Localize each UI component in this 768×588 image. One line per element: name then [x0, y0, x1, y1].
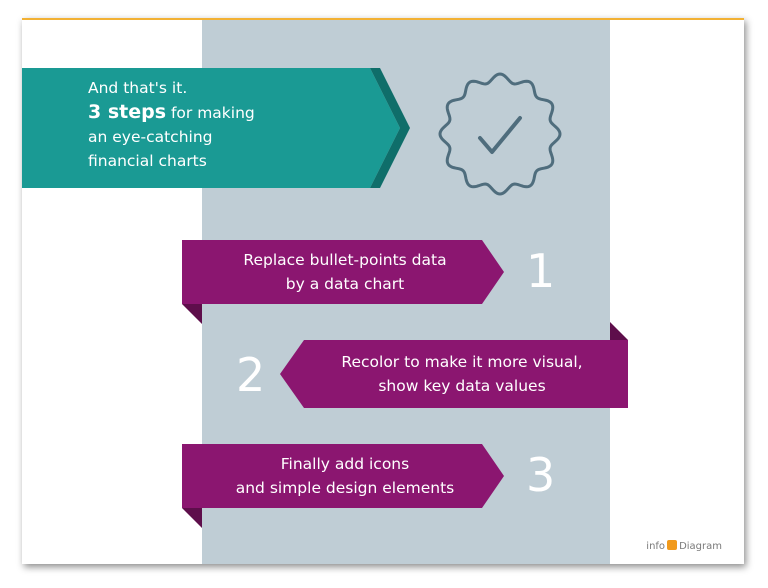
- step-3-line2: and simple design elements: [235, 479, 455, 497]
- step-2-shape: [280, 322, 628, 408]
- step-1-line1: Replace bullet-points data: [243, 251, 447, 269]
- intro-bold: 3 steps: [88, 101, 167, 123]
- intro-line2: 3 steps for making: [88, 100, 408, 125]
- step-3: Finally add icons and simple design elem…: [182, 444, 582, 530]
- intro-text: And that's it. 3 steps for making an eye…: [88, 76, 408, 173]
- logo-text-left: info: [646, 541, 666, 552]
- intro-line2-rest: for making: [166, 104, 255, 122]
- logo-mark-icon: [667, 540, 678, 550]
- intro-line3: an eye-catching: [88, 128, 213, 146]
- intro-line1: And that's it.: [88, 79, 188, 97]
- checkmark-seal-icon: [432, 66, 568, 202]
- step-1: Replace bullet-points data by a data cha…: [182, 240, 582, 326]
- step-3-line1: Finally add icons: [280, 455, 410, 473]
- step-3-shape: [182, 444, 504, 528]
- slide: And that's it. 3 steps for making an eye…: [22, 18, 744, 564]
- step-2: Recolor to make it more visual, show key…: [222, 322, 632, 416]
- intro-line4: financial charts: [88, 152, 207, 170]
- step-2-line1: Recolor to make it more visual,: [341, 353, 583, 371]
- step-2-text: Recolor to make it more visual, show key…: [312, 350, 612, 398]
- intro-banner-shape: [22, 68, 410, 188]
- step-1-shape: [182, 240, 504, 324]
- step-2-line2: show key data values: [378, 377, 546, 395]
- step-1-text: Replace bullet-points data by a data cha…: [202, 248, 488, 296]
- step-1-number: 1: [526, 244, 556, 298]
- step-2-number: 2: [236, 348, 266, 402]
- infodiagram-logo: info Diagram: [646, 540, 722, 552]
- logo-text-right: Diagram: [679, 541, 722, 552]
- step-1-line2: by a data chart: [285, 275, 405, 293]
- step-3-number: 3: [526, 448, 556, 502]
- step-3-text: Finally add icons and simple design elem…: [202, 452, 488, 500]
- intro-banner: And that's it. 3 steps for making an eye…: [22, 68, 422, 188]
